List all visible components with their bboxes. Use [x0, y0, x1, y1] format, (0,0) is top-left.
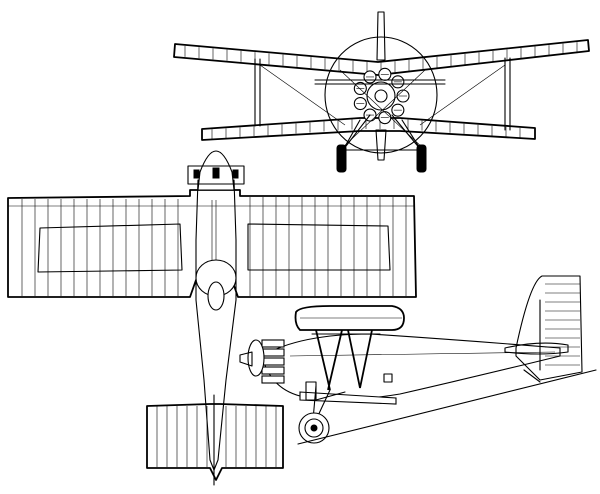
front-view	[173, 11, 590, 173]
side-view	[239, 275, 597, 445]
top-view	[7, 150, 417, 486]
